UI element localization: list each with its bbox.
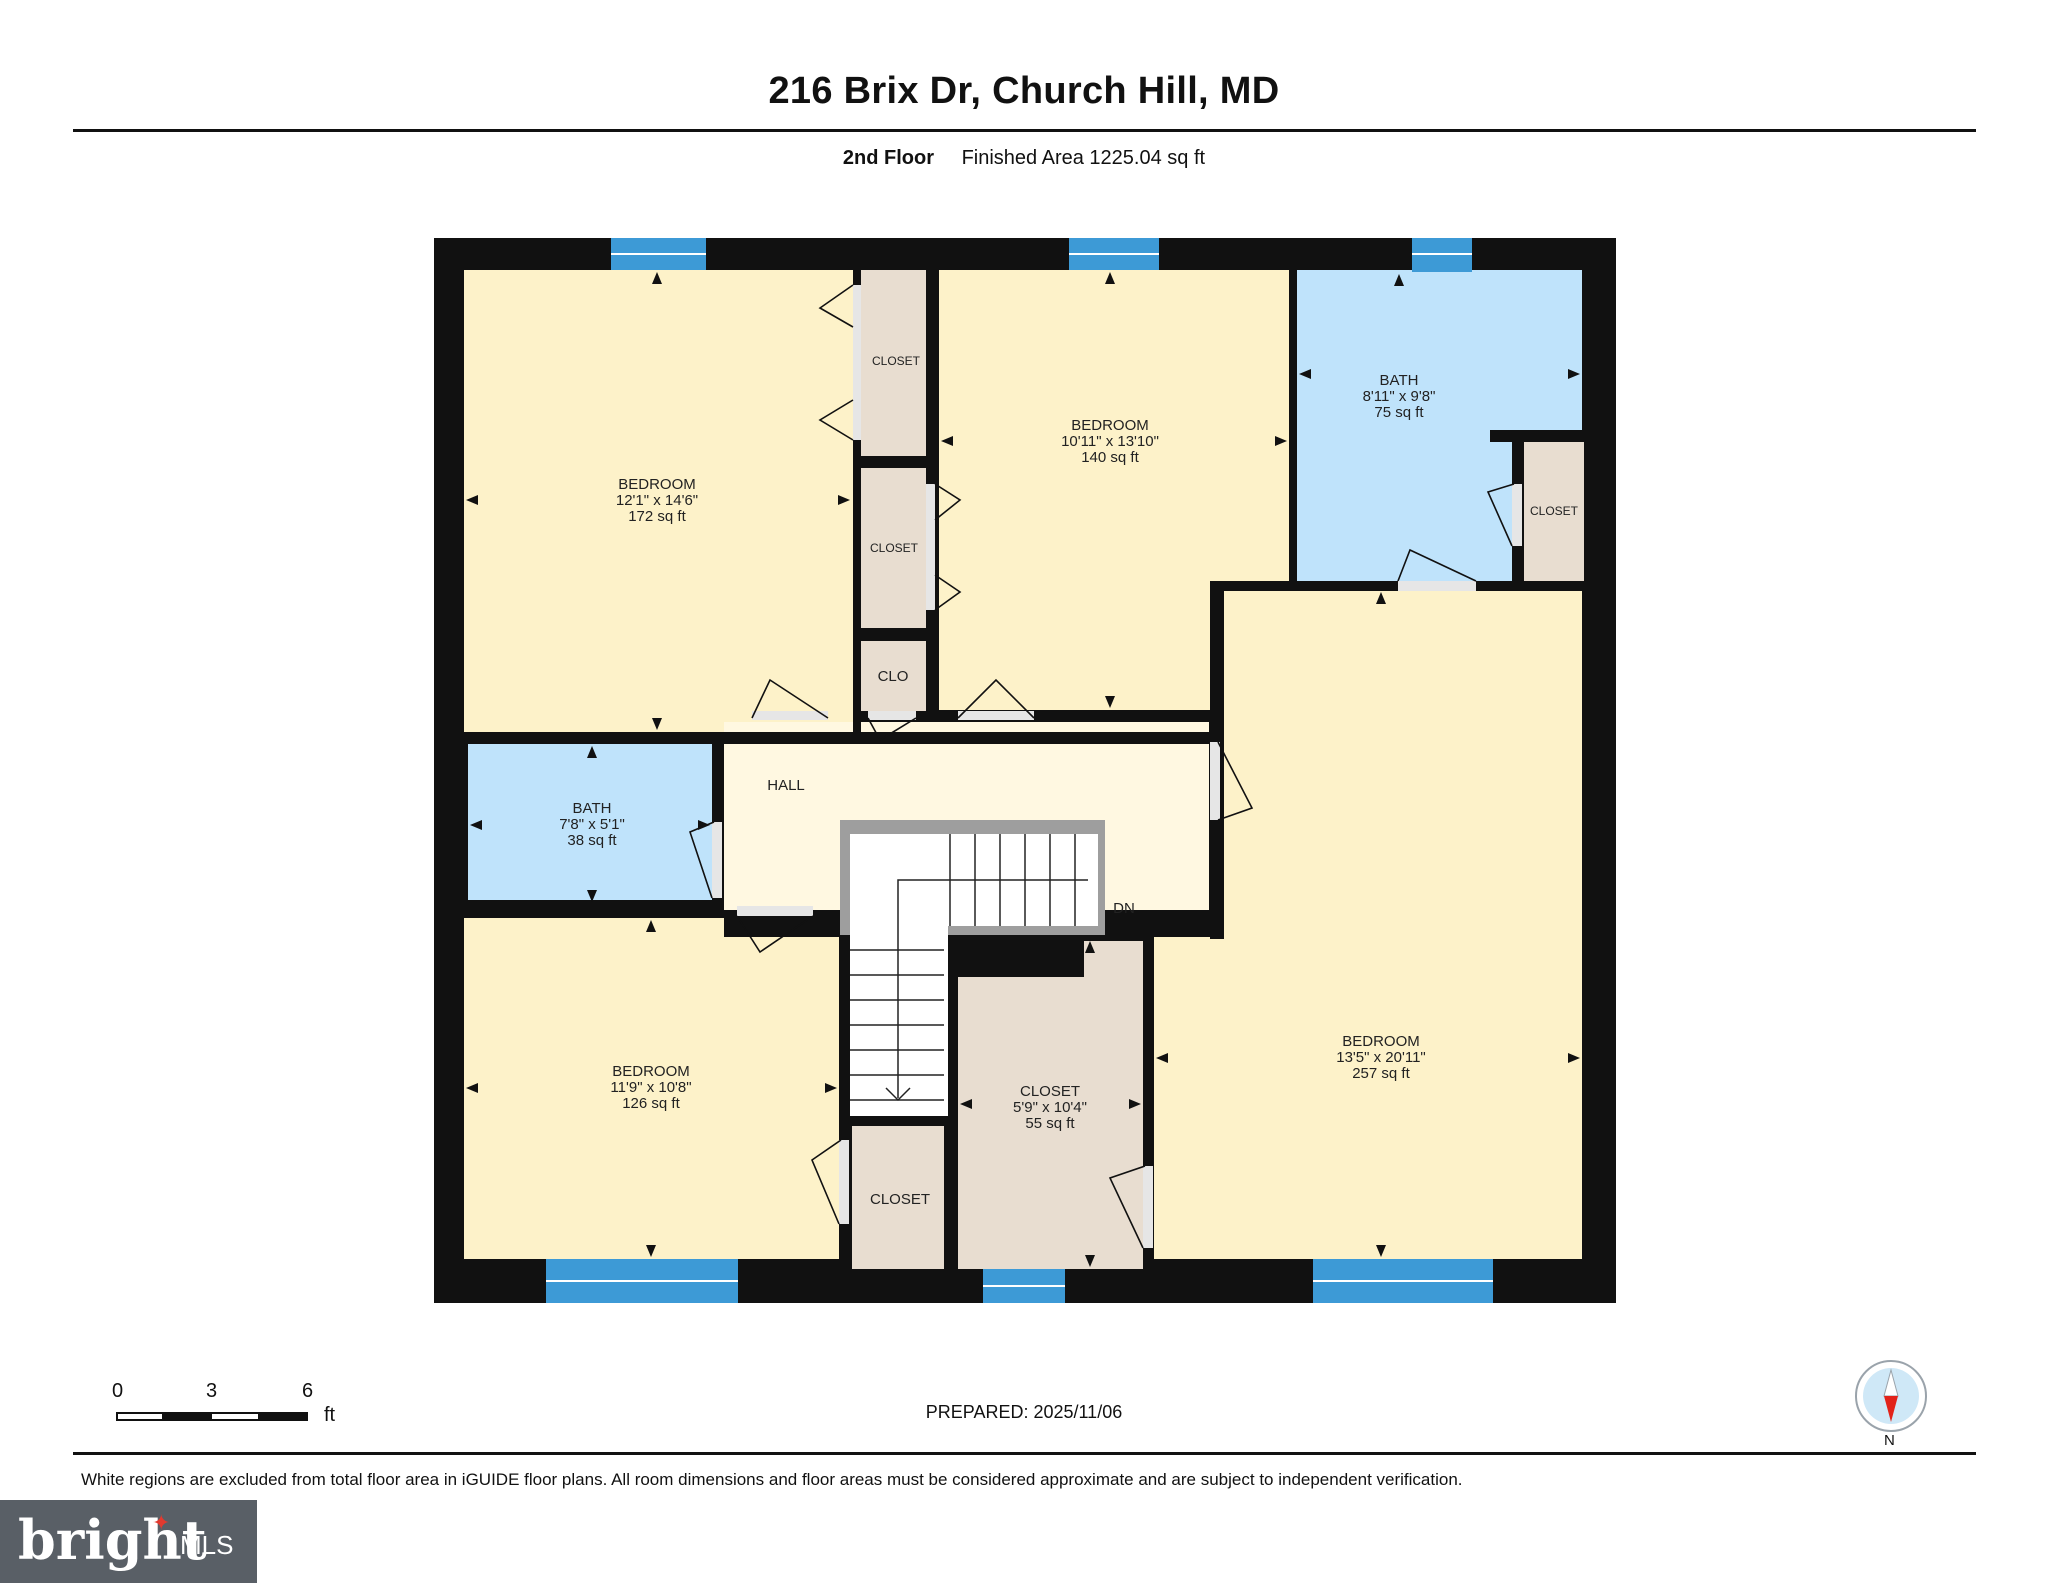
room-closet-b	[860, 468, 928, 628]
compass-north-label: N	[1884, 1432, 1895, 1449]
dimension-markers	[466, 272, 1580, 1267]
bath-ne-name: BATH	[1380, 372, 1419, 389]
bedroom-sw-name: BEDROOM	[612, 1063, 690, 1080]
room-bedroom-se	[1224, 591, 1582, 1259]
logo-suffix: MLS	[180, 1530, 234, 1560]
bath-w-dims: 7'8" x 5'1"	[559, 816, 625, 833]
clo-label: CLO	[878, 668, 909, 685]
staircase	[840, 820, 1105, 1116]
bedroom-se-area: 257 sq ft	[1352, 1065, 1410, 1082]
room-bedroom-sw	[464, 918, 839, 1259]
scale-segment-4	[258, 1412, 308, 1421]
logo-word: bright	[18, 1508, 207, 1572]
compass: N	[1853, 1358, 1929, 1449]
bath-ne-area: 75 sq ft	[1374, 404, 1424, 421]
logo-spark-icon: ✦	[152, 1510, 171, 1535]
bedroom-n-dims: 10'11" x 13'10"	[1061, 433, 1159, 450]
disclaimer: White regions are excluded from total fl…	[81, 1470, 1463, 1489]
title-rule	[73, 129, 1976, 132]
bright-mls-logo: bright ✦ MLS	[0, 1500, 257, 1583]
bath-w-area: 38 sq ft	[567, 832, 617, 849]
bedroom-n-name: BEDROOM	[1071, 417, 1149, 434]
floor-subtitle: 2nd Floor Finished Area 1225.04 sq ft	[0, 147, 2048, 170]
scale-tick-0: 0	[112, 1380, 124, 1402]
stairs-down-label: DN	[1113, 900, 1135, 917]
room-closet-a	[860, 270, 926, 456]
room-closet-c	[852, 1126, 950, 1269]
scale-bar: 0 3 6 ft	[112, 1380, 352, 1440]
hall-label: HALL	[767, 777, 805, 794]
finished-area: Finished Area 1225.04 sq ft	[961, 147, 1206, 169]
compass-icon	[1855, 1360, 1927, 1432]
footer-rule	[73, 1452, 1976, 1455]
bedroom-sw-dims: 11'9" x 10'8"	[610, 1079, 691, 1096]
room-closet-s	[958, 941, 1143, 1269]
room-bath-w	[468, 744, 712, 900]
bedroom-se-name: BEDROOM	[1342, 1033, 1420, 1050]
floor-label: 2nd Floor	[842, 147, 935, 169]
bedroom-se-dims: 13'5" x 20'11"	[1336, 1049, 1426, 1066]
prepared-date: PREPARED: 2025/11/06	[925, 1402, 1123, 1422]
interior-walls	[464, 262, 1590, 1269]
closet-c-label: CLOSET	[870, 1191, 930, 1208]
bedroom-nw-area: 172 sq ft	[628, 508, 686, 525]
closet-s-name: CLOSET	[1020, 1083, 1080, 1100]
scale-unit: ft	[324, 1404, 336, 1426]
room-bedroom-nw	[464, 270, 853, 732]
closet-s-area: 55 sq ft	[1025, 1115, 1075, 1132]
bedroom-n-area: 140 sq ft	[1081, 449, 1139, 466]
closet-d-label: CLOSET	[1530, 504, 1579, 518]
room-closet-ne	[1524, 442, 1584, 581]
bath-w-name: BATH	[573, 800, 612, 817]
bedroom-nw-dims: 12'1" x 14'6"	[616, 492, 698, 509]
closet-a-label: CLOSET	[872, 354, 921, 368]
scale-tick-6: 6	[302, 1380, 314, 1402]
door-openings	[712, 285, 1522, 1248]
closet-b-label: CLOSET	[870, 541, 919, 555]
plan-title: 216 Brix Dr, Church Hill, MD	[768, 70, 1280, 112]
closet-s-dims: 5'9" x 10'4"	[1013, 1099, 1087, 1116]
bedroom-sw-area: 126 sq ft	[622, 1095, 680, 1112]
scale-tick-3: 3	[206, 1380, 218, 1402]
bedroom-nw-name: BEDROOM	[618, 476, 696, 493]
bath-ne-dims: 8'11" x 9'8"	[1363, 388, 1436, 405]
room-closet-clo	[861, 641, 927, 711]
